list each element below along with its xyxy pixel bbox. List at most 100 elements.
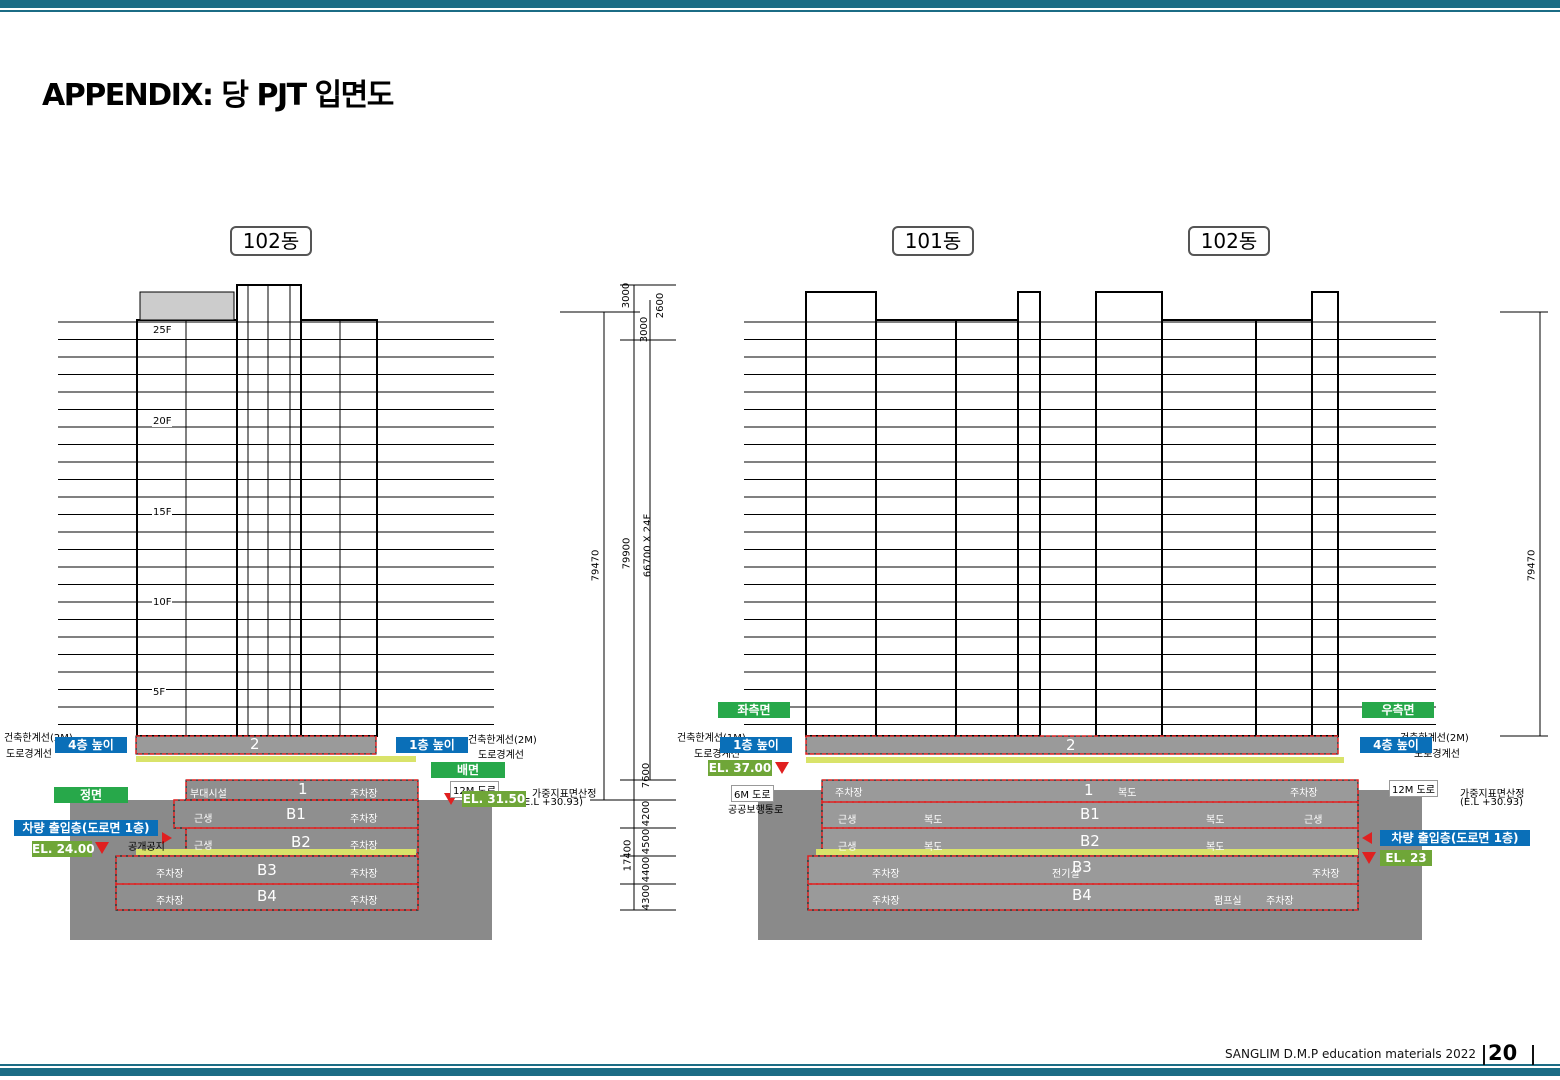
room-parking-rb3a: 주차장 xyxy=(872,869,900,880)
tag-mid-1f-height: 1층 높이 xyxy=(396,737,468,753)
room-parking-lb3b: 주차장 xyxy=(350,869,378,880)
tag-right-vehicle-floor: 차량 출입층(도로면 1층) xyxy=(1380,830,1530,846)
right-level-2: 2 xyxy=(1066,736,1076,754)
right-dimension-lines xyxy=(1500,311,1548,737)
tag-left-el: EL. 24.00 xyxy=(32,841,95,857)
room-corridor-rb1a: 복도 xyxy=(924,815,943,826)
floor-label-20f: 20F xyxy=(152,416,173,427)
mid-avg-note2: (E.L +30.93) xyxy=(520,797,584,808)
right-road-left: 도로경계선 xyxy=(694,749,740,760)
dim-mid-base: 7600 xyxy=(641,762,653,789)
page-number-bar-right xyxy=(1532,1045,1534,1065)
building-label-101: 101동 xyxy=(892,226,974,256)
dim-mid-typ: 66700 X 24F xyxy=(642,513,654,578)
right-setback-right: 건축한계선(2M) xyxy=(1400,733,1469,744)
right-ped-note: 공공보행통로 xyxy=(728,805,784,816)
room-parking-lb4a: 주차장 xyxy=(156,896,184,907)
room-corridor-r1: 복도 xyxy=(1118,788,1137,799)
dim-left-total: 79470 xyxy=(590,549,602,582)
room-parking-lb4b: 주차장 xyxy=(350,896,378,907)
floor-label-25f: 25F xyxy=(152,325,173,336)
mid-setback-note: 건축한계선(2M) xyxy=(468,735,537,746)
top-rule-thick xyxy=(0,0,1560,8)
right-level-b3: B3 xyxy=(1072,858,1092,876)
room-retail-rb1a: 근생 xyxy=(838,815,857,826)
left-level-b1: B1 xyxy=(286,805,306,823)
room-parking-l1: 주차장 xyxy=(350,789,378,800)
tag-right-4f-height: 4층 높이 xyxy=(1360,737,1432,753)
bottom-rule-thick xyxy=(0,1068,1560,1076)
red-markers xyxy=(95,762,1376,864)
dim-mid-sub: 17400 xyxy=(622,839,634,872)
right-setback-left: 건축한계선(1M) xyxy=(677,733,746,744)
right-avg-note2: (E.L +30.93) xyxy=(1460,797,1524,808)
dim-right-total: 79470 xyxy=(1526,549,1538,582)
left-tower xyxy=(136,284,378,737)
room-annex: 부대시설 xyxy=(190,789,227,800)
right-red-levels xyxy=(805,735,1359,911)
tag-right-1f-height: 1층 높이 xyxy=(720,737,792,753)
dim-mid-total: 79900 xyxy=(621,537,633,570)
dim-mid-s2: 4500 xyxy=(641,828,653,855)
page-title: APPENDIX: 당 PJT 입면도 xyxy=(42,78,394,113)
room-retail-rb1b: 근생 xyxy=(1304,815,1323,826)
left-level-b2: B2 xyxy=(291,833,311,851)
room-parking-lb1: 주차장 xyxy=(350,814,378,825)
right-floor-lines xyxy=(744,321,1436,725)
dim-mid-top3: 3000 xyxy=(639,316,651,343)
left-setback-note: 건축한계선(2M) xyxy=(4,733,73,744)
mid-avg-note1: 가중지표면산정 xyxy=(532,789,597,800)
room-corridor-rb1b: 복도 xyxy=(1206,815,1225,826)
tag-left-4f-height: 4층 높이 xyxy=(55,737,127,753)
left-level-2: 2 xyxy=(250,735,260,753)
dim-mid-top1: 3000 xyxy=(621,282,633,309)
room-retail-lb1: 근생 xyxy=(194,814,213,825)
tag-right-el-left: EL. 37.00 xyxy=(708,760,772,776)
room-corridor-rb2b: 복도 xyxy=(1206,842,1225,853)
dim-mid-s1: 4200 xyxy=(641,800,653,827)
room-retail-rb2a: 근생 xyxy=(838,842,857,853)
room-parking-lb2: 주차장 xyxy=(350,841,378,852)
right-avg-note1: 가중지표면산정 xyxy=(1460,789,1525,800)
mid-dimension-lines xyxy=(560,284,676,911)
footer-text: SANGLIM D.M.P education materials 2022 xyxy=(1224,1047,1476,1061)
right-road-right: 도로경계선 xyxy=(1414,749,1460,760)
floor-label-15f: 15F xyxy=(152,507,173,518)
room-parking-rb3b: 주차장 xyxy=(1312,869,1340,880)
dim-mid-top2: 2600 xyxy=(655,292,667,319)
tag-right-el: EL. 23 xyxy=(1380,850,1432,866)
left-public-space: 공개공지 xyxy=(128,842,165,853)
room-parking-lb3a: 주차장 xyxy=(156,869,184,880)
left-grid-verticals xyxy=(185,285,341,736)
floor-label-10f: 10F xyxy=(152,597,173,608)
dim-mid-s3: 4400 xyxy=(641,856,653,883)
room-parking-rb4b: 주차장 xyxy=(1266,896,1294,907)
top-rule-thin xyxy=(0,10,1560,12)
floor-label-5f: 5F xyxy=(152,687,167,698)
left-level-b3: B3 xyxy=(257,861,277,879)
left-floor-lines xyxy=(58,321,494,725)
tag-left-vehicle-floor: 차량 출입층(도로면 1층) xyxy=(14,820,158,836)
room-parking-r1b: 주차장 xyxy=(1290,788,1318,799)
page-number-bar-left xyxy=(1483,1045,1485,1065)
mid-road-note: 도로경계선 xyxy=(478,750,524,761)
room-retail-lb2: 근생 xyxy=(194,841,213,852)
building-label-left: 102동 xyxy=(230,226,312,256)
left-road-note: 도로경계선 xyxy=(6,749,52,760)
left-level-b4: B4 xyxy=(257,887,277,905)
right-road12-box: 12M 도로 xyxy=(1389,780,1438,797)
building-label-102: 102동 xyxy=(1188,226,1270,256)
tag-mid-el: EL. 31.50 xyxy=(462,791,526,807)
dim-mid-s4: 4300 xyxy=(641,884,653,911)
room-pump-rb4: 펌프실 xyxy=(1214,896,1242,907)
right-level-b1: B1 xyxy=(1080,805,1100,823)
room-corridor-rb2a: 복도 xyxy=(924,842,943,853)
right-level-b2: B2 xyxy=(1080,832,1100,850)
tag-right-right-side: 우측면 xyxy=(1362,702,1434,718)
right-level-b4: B4 xyxy=(1072,886,1092,904)
tag-right-left-side: 좌측면 xyxy=(718,702,790,718)
room-elec-rb3: 전기실 xyxy=(1052,869,1080,880)
bottom-rule-thin xyxy=(0,1064,1560,1066)
left-level-1: 1 xyxy=(298,780,308,798)
